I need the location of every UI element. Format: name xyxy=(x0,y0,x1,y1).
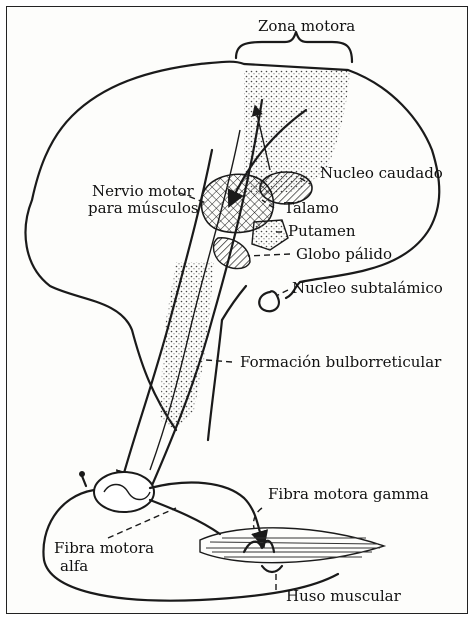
label-talamo: Tálamo xyxy=(284,200,339,217)
label-nervio-motor: Nervio motor xyxy=(92,183,194,200)
globo-palido-shape xyxy=(214,238,251,269)
putamen-shape xyxy=(252,220,288,250)
medula-espinal xyxy=(94,472,154,512)
label-nucleo-subtalamico: Nucleo subtalámico xyxy=(292,280,443,297)
label-fibra-motora-gamma: Fibra motora gamma xyxy=(268,486,429,503)
label-nucleo-caudado: Nucleo caudado xyxy=(320,165,443,182)
zona-motora-brace xyxy=(236,32,352,62)
label-globo-palido: Globo pálido xyxy=(296,246,392,263)
label-fibra-motora: Fibra motora xyxy=(54,540,154,557)
label-alfa: alfa xyxy=(60,558,88,575)
label-huso-muscular: Huso muscular xyxy=(286,588,401,605)
formacion-bulborreticular-shape xyxy=(160,262,214,430)
brainstem-lobe xyxy=(259,291,279,311)
fibra-motora-gamma-path xyxy=(150,483,262,540)
label-putamen: Putamen xyxy=(288,223,356,240)
label-para-musculos: para músculos xyxy=(88,200,199,217)
label-formacion-bulborreticular: Formación bulborreticular xyxy=(240,354,441,371)
label-zona-motora: Zona motora xyxy=(258,18,355,35)
